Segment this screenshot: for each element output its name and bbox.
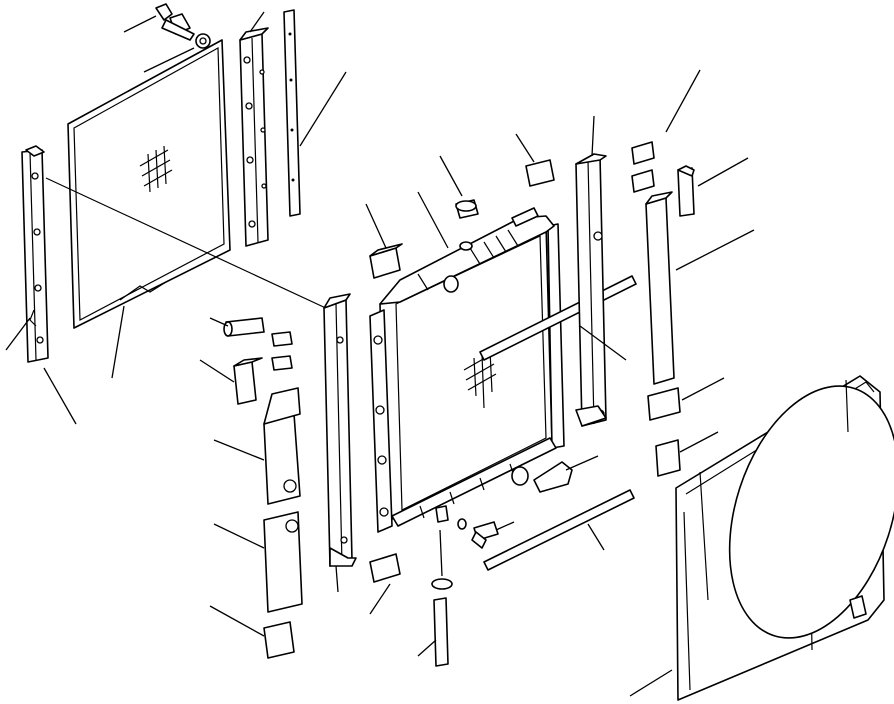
fan-shroud (675, 375, 894, 701)
pad-upper-radiator (369, 243, 403, 279)
radiator-bottom-tank (391, 437, 557, 527)
assembly-line-left (45, 177, 331, 311)
washer-top (195, 33, 211, 49)
left-side-rail (21, 145, 49, 363)
drain-washer (457, 518, 467, 530)
pad-bottom-left (263, 621, 295, 659)
top-bracket (239, 27, 269, 247)
right-radiator-bracket (575, 153, 607, 427)
thin-strip (283, 9, 301, 217)
drain-wing-bolt (471, 521, 499, 549)
wing-bolt (155, 3, 195, 41)
drain-plug (435, 505, 449, 523)
pad-a (271, 331, 293, 347)
pad-b (271, 355, 293, 371)
radiator-cap (455, 199, 479, 219)
pad-right-1 (631, 141, 655, 165)
clip-right (677, 165, 695, 217)
pad-wedge (533, 461, 573, 493)
core-hatch-frame (139, 145, 173, 193)
cushion-small (233, 357, 263, 405)
pad-right-3 (647, 387, 681, 421)
radiator-top-tank (379, 207, 555, 305)
long-cushion-right (645, 191, 675, 385)
pad-lower-radiator (369, 553, 401, 583)
cushion-block-upper (263, 387, 301, 505)
radiator-core (369, 223, 565, 533)
pad-right-2 (631, 169, 655, 193)
cushion-block-lower (263, 511, 303, 613)
pad-right-4 (655, 439, 681, 477)
hose-clamp (431, 578, 453, 590)
rod-lower (483, 489, 635, 571)
left-radiator-bracket (323, 293, 357, 567)
drain-hose (433, 597, 449, 667)
small-roll-pad (223, 317, 265, 337)
pad-top-center (525, 159, 555, 187)
leader-lines (5, 11, 755, 697)
